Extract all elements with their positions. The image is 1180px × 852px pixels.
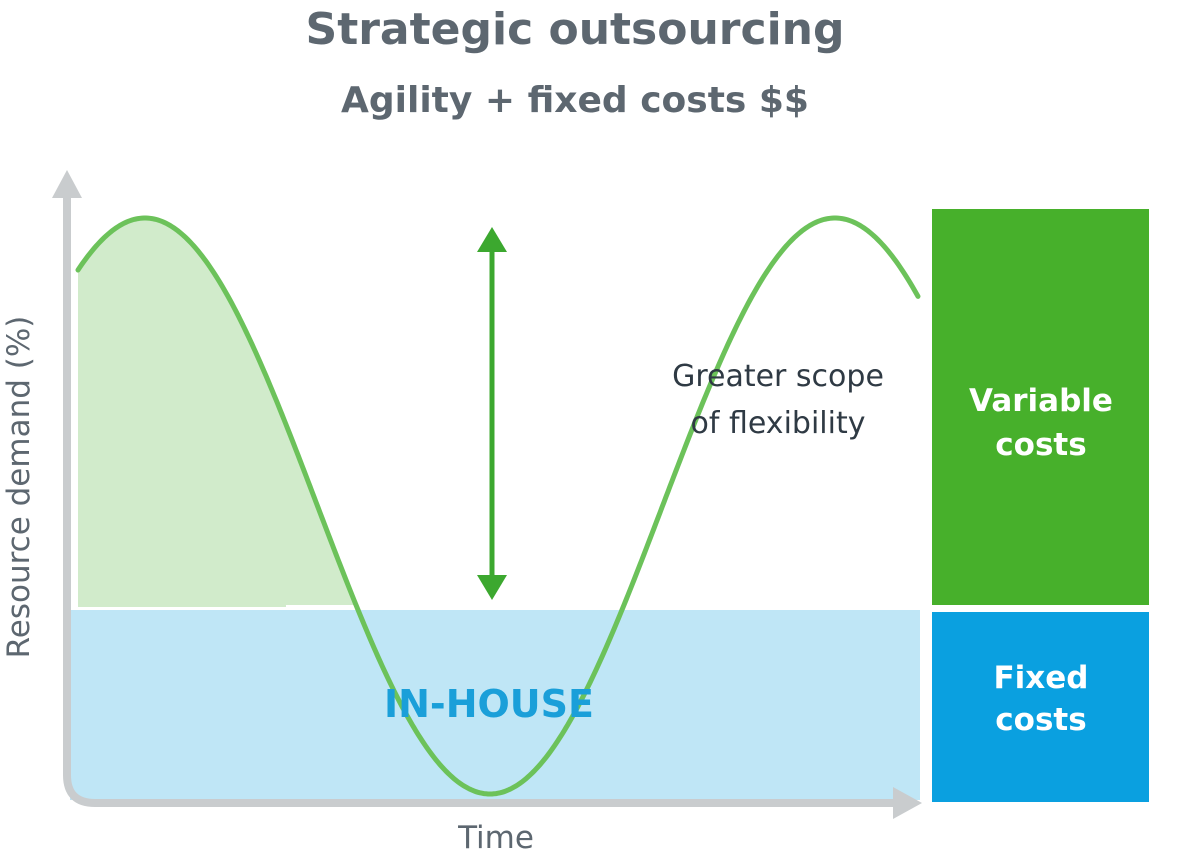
in-house-label: IN-HOUSE [384, 682, 594, 726]
flexibility-annotation-line1: Greater scope [672, 359, 884, 394]
variable-costs-label-line1: Variable [969, 383, 1113, 419]
x-axis-label: Time [457, 820, 534, 852]
diagram-title: Strategic outsourcing [306, 4, 845, 55]
y-axis-label: Resource demand (%) [1, 316, 37, 659]
variable-costs-label-line2: costs [995, 427, 1086, 463]
demand-curve [75, 215, 921, 797]
fixed-costs-label-line2: costs [995, 702, 1086, 738]
in-house-band [70, 610, 920, 800]
flexibility-arrow-down-icon [477, 575, 507, 600]
diagram-subtitle: Agility + fixed costs $$ [341, 80, 809, 121]
fixed-costs-box [932, 612, 1149, 802]
x-axis-arrowhead [893, 787, 922, 819]
y-axis-arrowhead [52, 170, 82, 198]
fixed-costs-label-line1: Fixed [993, 660, 1088, 696]
y-axis [63, 195, 900, 807]
flexibility-arrow-up-icon [477, 227, 507, 252]
flexibility-area [78, 218, 356, 607]
flexibility-annotation-line2: of flexibility [691, 406, 866, 441]
variable-costs-box [932, 209, 1149, 605]
